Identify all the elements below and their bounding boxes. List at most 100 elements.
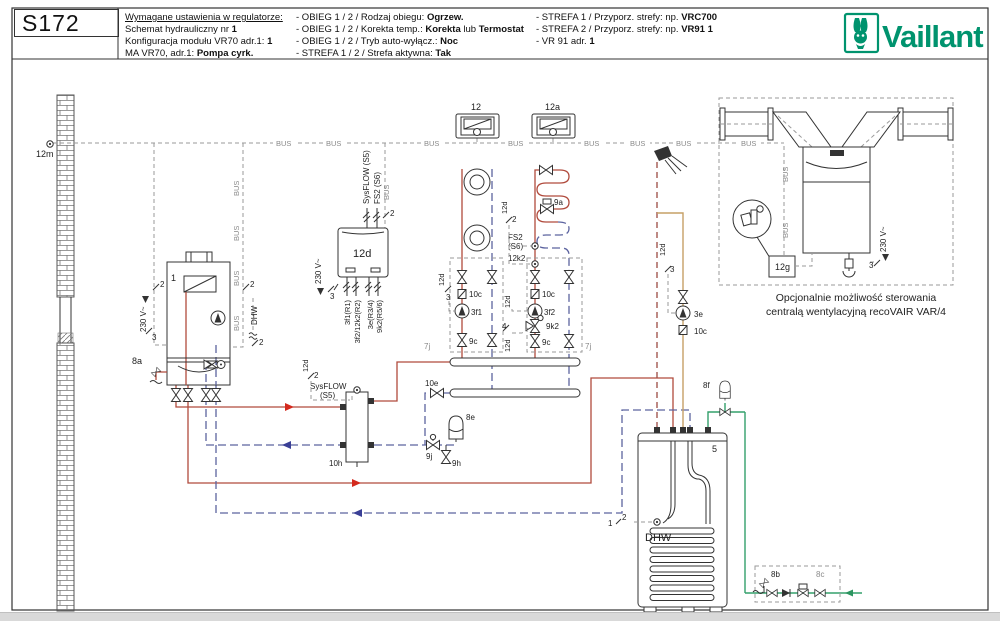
- zone-label: 7j: [585, 342, 591, 351]
- valve-10e-icon: [430, 388, 444, 398]
- flow-arrow: [285, 403, 294, 411]
- setting-line: - OBIEG 1 / 2 / Tryb auto-wyłącz.: Noc: [296, 36, 459, 47]
- module-label: 12d: [353, 248, 371, 260]
- bus-label: BUS: [326, 139, 341, 148]
- sensor-icon: [46, 140, 54, 148]
- valve-icon: [766, 589, 778, 597]
- component-label: 12k2: [508, 254, 526, 263]
- bus-label: BUS: [424, 139, 439, 148]
- component-label: 9a: [554, 198, 563, 207]
- schema-code: S172: [14, 9, 119, 37]
- output-label: 3f1(R1): [343, 300, 352, 326]
- component-label: 9c: [542, 338, 550, 347]
- bus-label: BUS: [630, 139, 645, 148]
- bus-label: BUS: [276, 139, 291, 148]
- component-label: 9k2: [546, 322, 559, 331]
- component-label: 9j: [426, 452, 432, 461]
- component-label: (S6): [508, 242, 523, 251]
- bus-label: BUS: [232, 226, 241, 241]
- component-label: 3e: [694, 310, 703, 319]
- valve-9c-icon: [487, 333, 497, 347]
- dhw-circulation: 3e 10c 12d 3: [654, 146, 707, 336]
- output-label: 9k2(R5/6): [375, 300, 384, 333]
- wire-count: 3: [152, 333, 157, 342]
- shutoff-valve-icon: [183, 388, 193, 402]
- bus-label: BUS: [232, 271, 241, 286]
- valve-icon: [564, 270, 574, 284]
- room-control-12: 12: [455, 102, 500, 139]
- component-label: 1: [171, 273, 176, 283]
- sensor-fs2-icon: [531, 242, 539, 250]
- bus-label: BUS: [781, 223, 790, 238]
- component-label: 9h: [452, 459, 461, 468]
- valve-9c-icon: [564, 334, 574, 348]
- check-valve-icon: [781, 588, 791, 598]
- wire-count: 3: [330, 292, 335, 301]
- brand-wordmark: Vaillant: [882, 19, 983, 54]
- wire-count: 2: [314, 371, 319, 380]
- setting-line: Konfiguracja modułu VR70 adr.1: 1: [125, 36, 273, 47]
- sensor-stub-label: SysFLOW (S5): [362, 150, 371, 204]
- wiring-target: 12d: [658, 243, 667, 256]
- bus-label: BUS: [676, 139, 691, 148]
- bus-label: BUS: [232, 181, 241, 196]
- wire-count: 4: [502, 322, 507, 331]
- underfloor-circuit: 9a FS2 (S6) 12k2 12d 2 10c 3f2 9k2 9c 7j…: [500, 165, 591, 353]
- wiring-target: 12d: [301, 359, 310, 372]
- wire-count: 2: [622, 513, 627, 522]
- check-valve-10c-icon: [457, 289, 467, 299]
- pressure-reducer-icon: [797, 589, 809, 597]
- sheet-border: [11, 7, 989, 611]
- wire-count: 3: [446, 293, 451, 302]
- piping: [175, 162, 862, 597]
- valve-icon: [678, 290, 688, 304]
- setting-line: MA VR70, adr.1: Pompa cyrk.: [125, 48, 254, 59]
- valve-9c-icon: [530, 334, 540, 348]
- shutoff-valve-icon: [211, 388, 221, 402]
- wiring-target: 12d: [437, 273, 446, 286]
- flow-arrow: [352, 479, 361, 487]
- caption-line: Opcjonalnie możliwość sterowania: [776, 292, 937, 304]
- setting-line: Schemat hydrauliczny nr 1: [125, 24, 237, 35]
- component-label: 8f: [703, 381, 710, 390]
- component-label: 8a: [132, 356, 142, 366]
- wire-count: 2: [259, 338, 264, 347]
- valve-9j-icon: [426, 440, 440, 450]
- component-label: 12m: [36, 149, 54, 159]
- component-label: 12: [471, 102, 481, 112]
- zone-label: 7j: [424, 342, 430, 351]
- bus-label: BUS: [781, 167, 790, 182]
- return-fittings: 10e 9j 8e 9h: [425, 379, 475, 468]
- output-label: 3f2/12k2(R2): [353, 300, 362, 344]
- bus-label: BUS: [584, 139, 599, 148]
- bus-label: BUS: [232, 316, 241, 331]
- wiring-target: 12d: [500, 201, 509, 214]
- sysflow-sensor-icon: [353, 386, 361, 394]
- component-label: 10e: [425, 379, 439, 388]
- hydraulic-separator-10h: SysFLOW (S5) 12d 2 10h: [301, 359, 374, 468]
- output-label: 3e(R3/4): [366, 300, 375, 330]
- return-arrow: [282, 441, 291, 449]
- outdoor-sensor-12m: 12m: [36, 140, 54, 159]
- module-label: 12g: [775, 262, 790, 272]
- wiring-target: 12d: [503, 339, 512, 352]
- component-label: 8c: [816, 570, 824, 579]
- wiring-target: 1: [608, 519, 613, 528]
- bus-labels: BUS BUS BUS BUS BUS BUS BUS BUS BUS BUS …: [232, 138, 790, 331]
- diverter-valve-icon: [203, 359, 226, 370]
- valve-icon: [539, 165, 553, 175]
- component-label: 12a: [545, 102, 560, 112]
- mains-label: 230 V~: [314, 258, 323, 284]
- wiring-target: 12d: [503, 295, 512, 308]
- expansion-vessel-8f-icon: [719, 380, 731, 401]
- shutoff-valve-icon: [201, 388, 211, 402]
- valve-icon: [457, 270, 467, 284]
- component-label: 10h: [329, 459, 342, 468]
- zone-valve-9a-icon: [540, 204, 554, 214]
- wire-count: 3: [670, 265, 675, 274]
- mains-label: 230 V~: [139, 306, 148, 332]
- pump-3f1-icon: [454, 303, 470, 319]
- wire-count: 2: [160, 280, 165, 289]
- wire-count: 2: [250, 280, 255, 289]
- valve-icon: [530, 270, 540, 284]
